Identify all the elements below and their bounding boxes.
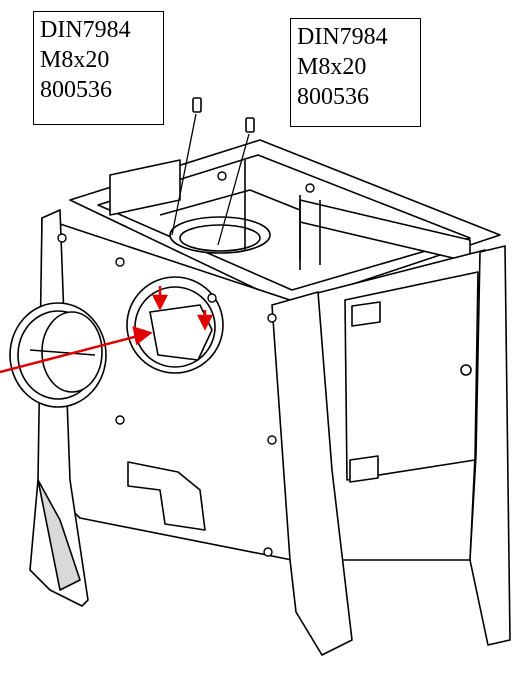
door-knob: [460, 364, 472, 376]
part-label-left-line-1: DIN7984: [40, 17, 131, 43]
leg-back-right: [469, 245, 511, 646]
side-door: [344, 271, 479, 481]
elbow-fitting: [149, 304, 213, 361]
part-label-left: DIN7984 M8x20 800536: [33, 11, 164, 125]
dust-port-bar: [29, 349, 96, 356]
arrow-down-right-head: [196, 314, 214, 331]
arrow-down-left-head: [151, 294, 169, 311]
part-label-left-line-3: 800536: [40, 77, 112, 103]
screw-right: [245, 117, 255, 133]
mounting-holes: [57, 171, 315, 557]
part-label-right-line-2: M8x20: [297, 54, 367, 80]
inner-rails: [244, 160, 321, 265]
arrow-dust-port-head: [132, 326, 153, 346]
top-frame-inner: [97, 154, 471, 291]
arrow-dust-port: [0, 334, 139, 374]
leg-back-left-visible: [37, 479, 81, 591]
part-label-right-line-3: 800536: [297, 84, 369, 110]
door-handle-bottom: [349, 455, 379, 483]
lower-opening: [127, 461, 206, 531]
part-label-right-line-1: DIN7984: [297, 24, 388, 50]
screw-left: [192, 97, 202, 113]
rear-bracket: [109, 159, 181, 216]
part-label-right: DIN7984 M8x20 800536: [290, 18, 421, 127]
door-handle-top: [351, 301, 381, 327]
part-label-left-line-2: M8x20: [40, 47, 110, 73]
leg-front-right: [271, 291, 353, 656]
leader-line-right: [217, 133, 250, 246]
leader-line-left: [171, 113, 197, 236]
